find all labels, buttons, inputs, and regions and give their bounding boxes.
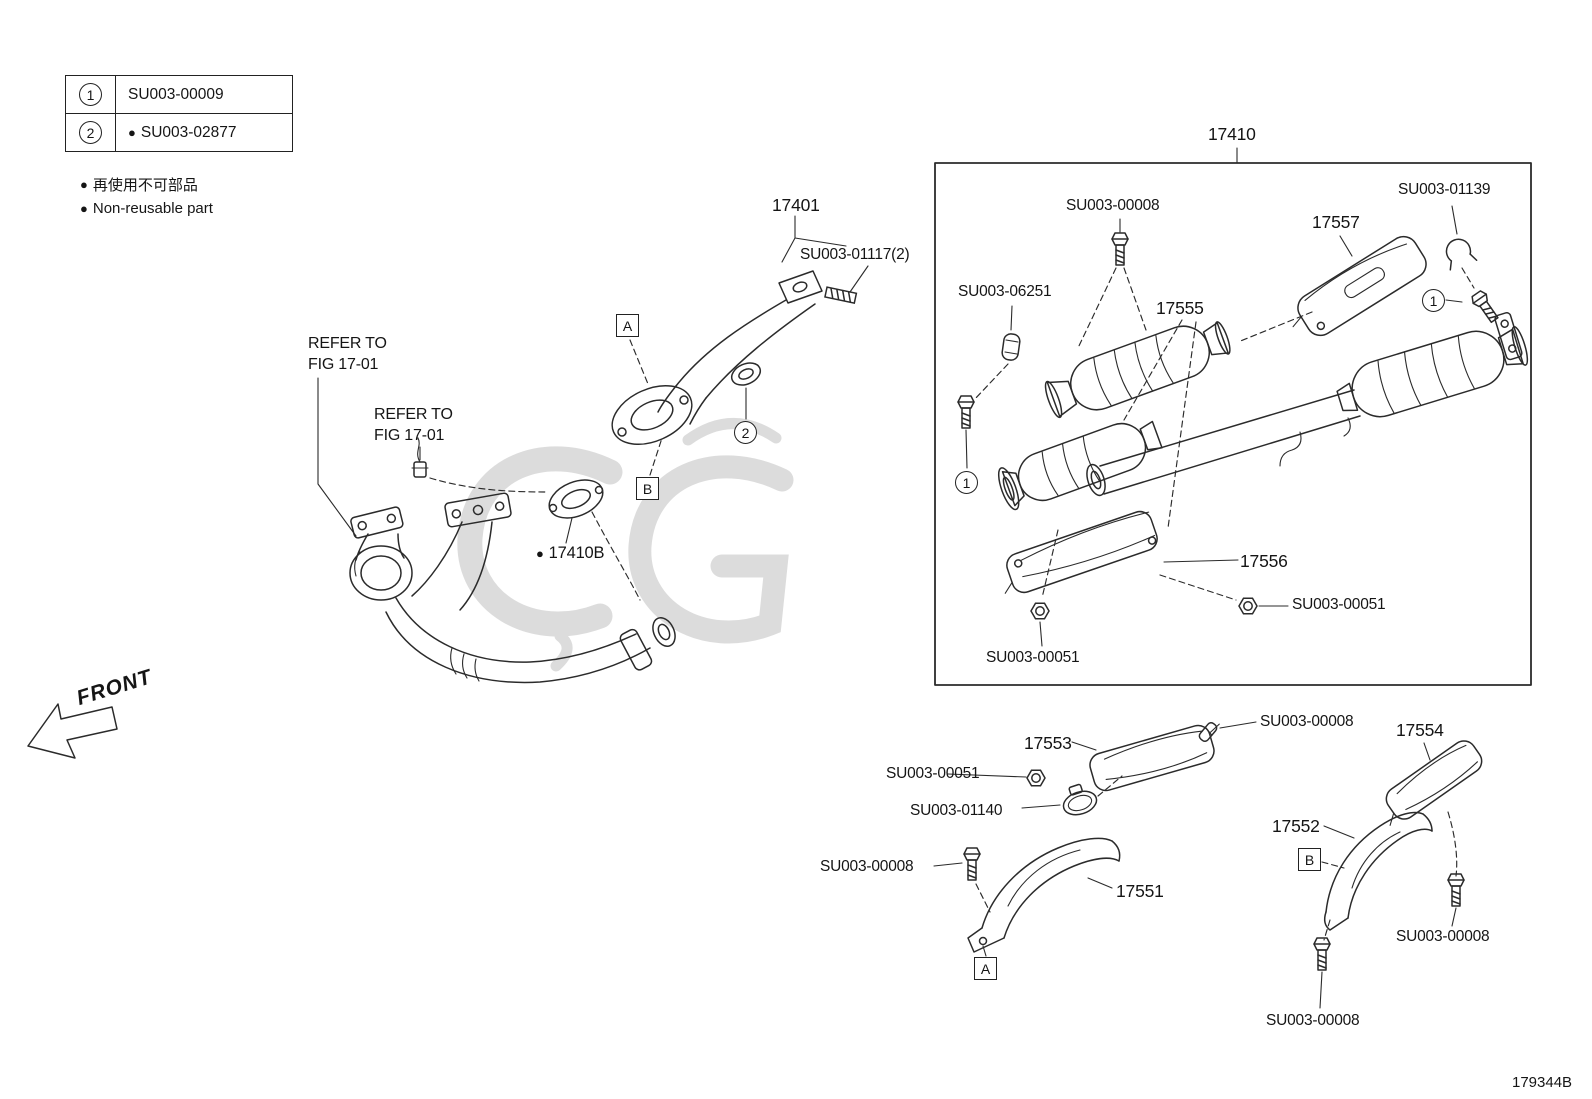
legend-part-cell: SU003-00009	[116, 86, 224, 104]
marker-letter-a: A	[622, 317, 633, 334]
label-su003-06251: SU003-06251	[958, 283, 1052, 300]
label-17410: 17410	[1208, 124, 1256, 144]
label-17552: 17552	[1272, 816, 1320, 836]
marker-letter-b: B	[1304, 851, 1315, 868]
insulator-drawing	[1001, 333, 1021, 361]
label-17556: 17556	[1240, 551, 1288, 571]
manifold-drawing	[349, 492, 676, 684]
refer-to-fig-label-1: REFER TO FIG 17-01	[308, 333, 387, 375]
label-17553: 17553	[1024, 733, 1072, 753]
marker-number-1: 1	[962, 474, 971, 491]
watermark-logo	[457, 418, 794, 672]
label-su003-00008-right: SU003-00008	[1396, 928, 1490, 945]
note-english-text: Non-reusable part	[92, 200, 213, 217]
marker-circle-2: 2	[734, 421, 757, 444]
refer-line-1: REFER TO	[308, 335, 387, 352]
circled-2-icon: 2	[79, 121, 102, 144]
legend-part-2: SU003-02877	[140, 123, 237, 141]
legend-num-cell: 1	[66, 76, 116, 113]
heat-shield-17551-drawing	[967, 837, 1121, 953]
non-reusable-dot-icon: ●	[80, 177, 88, 192]
label-17551: 17551	[1116, 881, 1164, 901]
marker-box-b-top: B	[636, 477, 659, 500]
label-su003-00008-clamp: SU003-00008	[1260, 713, 1354, 730]
catalytic-converter-upper-drawing	[1044, 321, 1231, 419]
clamp-su003-01139-drawing	[1445, 238, 1478, 271]
marker-number-1: 1	[1429, 292, 1438, 309]
heat-shield-17552-drawing	[1323, 811, 1433, 931]
non-reusable-dot-icon: ●	[536, 546, 544, 561]
marker-circle-1-left: 1	[955, 471, 978, 494]
center-pipe-drawing	[1086, 389, 1361, 497]
non-reusable-dot-icon: ●	[128, 125, 136, 140]
label-su003-00008-top: SU003-00008	[1066, 197, 1160, 214]
label-su003-01117: SU003-01117(2)	[800, 246, 910, 263]
circled-1-icon: 1	[79, 83, 102, 106]
legend-circ-1: 1	[86, 86, 95, 103]
gasket-upper-drawing	[730, 362, 762, 386]
label-su003-01140: SU003-01140	[910, 802, 1003, 819]
marker-box-b-bottom: B	[1298, 848, 1321, 871]
drawing-number: 179344B	[1512, 1074, 1573, 1091]
label-su003-00051-bottom: SU003-00051	[886, 765, 980, 782]
label-17554: 17554	[1396, 720, 1444, 740]
non-reusable-dot-icon: ●	[80, 201, 88, 216]
refer-line-2: FIG 17-01	[374, 427, 445, 444]
label-17555: 17555	[1156, 298, 1204, 318]
band-clamp-su003-01140-drawing	[1062, 783, 1098, 816]
legend-table: 1 SU003-00009 2 ● SU003-02877	[65, 75, 293, 152]
legend-part-1: SU003-00009	[128, 85, 224, 103]
marker-letter-b: B	[642, 480, 653, 497]
catalytic-converter-lower-drawing	[997, 420, 1163, 511]
rear-converter-drawing	[1336, 326, 1529, 418]
marker-letter-a: A	[980, 960, 991, 977]
label-su003-00008-bottomleft: SU003-00008	[820, 858, 914, 875]
note-japanese-text: 再使用不可部品	[92, 177, 198, 194]
label-su003-00051-boxbottom: SU003-00051	[986, 649, 1080, 666]
heat-shield-17554-drawing	[1385, 740, 1483, 826]
label-17557: 17557	[1312, 212, 1360, 232]
legend-circ-2: 2	[86, 124, 95, 141]
label-su003-00008-bottomcenter: SU003-00008	[1266, 1012, 1360, 1029]
heat-shield-17553-drawing	[1089, 723, 1220, 792]
label-17410b: ● 17410B	[536, 544, 605, 563]
legend-row-1: 1 SU003-00009	[66, 76, 292, 113]
heat-shield-17556-drawing	[1004, 510, 1158, 594]
heat-shield-17557-drawing	[1292, 235, 1427, 337]
label-su003-01139: SU003-01139	[1398, 181, 1491, 198]
clamp-pin-drawing	[1198, 722, 1218, 742]
marker-number-2: 2	[741, 424, 750, 441]
refer-line-2: FIG 17-01	[308, 356, 379, 373]
label-17410b-text: 17410B	[548, 544, 605, 562]
rear-flange-drawing	[1494, 312, 1523, 361]
legend-row-2: 2 ● SU003-02877	[66, 113, 292, 151]
marker-box-a-top: A	[616, 314, 639, 337]
oxygen-sensor-drawing	[411, 437, 429, 478]
marker-circle-1-right: 1	[1422, 289, 1445, 312]
assembly-17410-box	[934, 162, 1532, 686]
refer-to-fig-label-2: REFER TO FIG 17-01	[374, 404, 453, 446]
refer-line-1: REFER TO	[374, 406, 453, 423]
gasket-17410b-drawing	[548, 479, 604, 519]
legend-num-cell: 2	[66, 114, 116, 151]
legend-part-cell: ● SU003-02877	[116, 124, 237, 142]
note-japanese: ● 再使用不可部品	[80, 174, 198, 195]
marker-box-a-bottom: A	[974, 957, 997, 980]
label-su003-00051-right: SU003-00051	[1292, 596, 1386, 613]
note-english: ● Non-reusable part	[80, 200, 213, 217]
front-pipe-17401-drawing	[611, 270, 858, 446]
front-arrow	[27, 703, 118, 759]
label-17401: 17401	[772, 195, 820, 215]
